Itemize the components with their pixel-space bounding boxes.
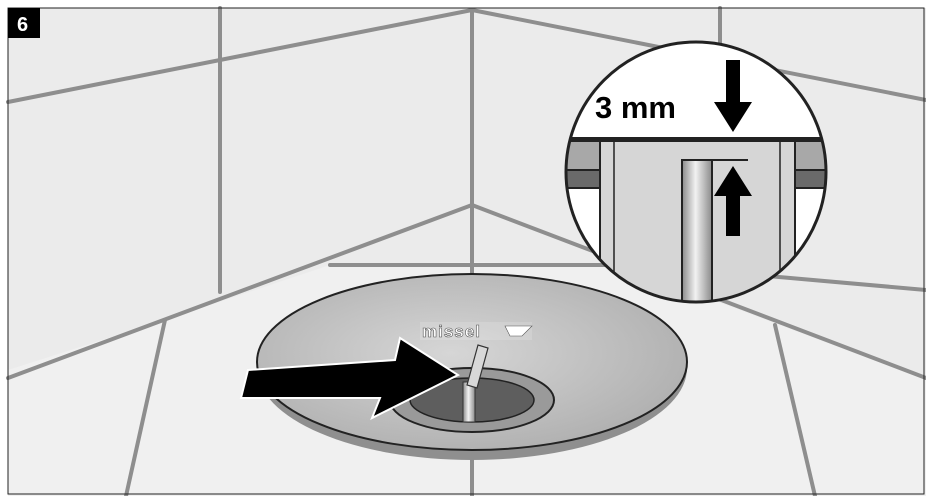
figure-frame (7, 7, 925, 495)
step-number-badge (8, 8, 40, 38)
measurement-label: 3 mm (595, 90, 676, 125)
drain-cover-plate (256, 273, 688, 460)
pipe-tube (466, 344, 489, 389)
down-arrow-icon (714, 60, 752, 132)
pipe-stub (462, 381, 476, 423)
up-arrow-icon (714, 166, 752, 236)
logo-icon: missel (420, 322, 533, 341)
magnified-detail (564, 40, 828, 304)
brand-logo-text: missel (422, 322, 481, 341)
step-number: 6 (17, 14, 28, 36)
magnified-pipe (681, 159, 713, 302)
insert-arrow-icon (239, 336, 461, 421)
